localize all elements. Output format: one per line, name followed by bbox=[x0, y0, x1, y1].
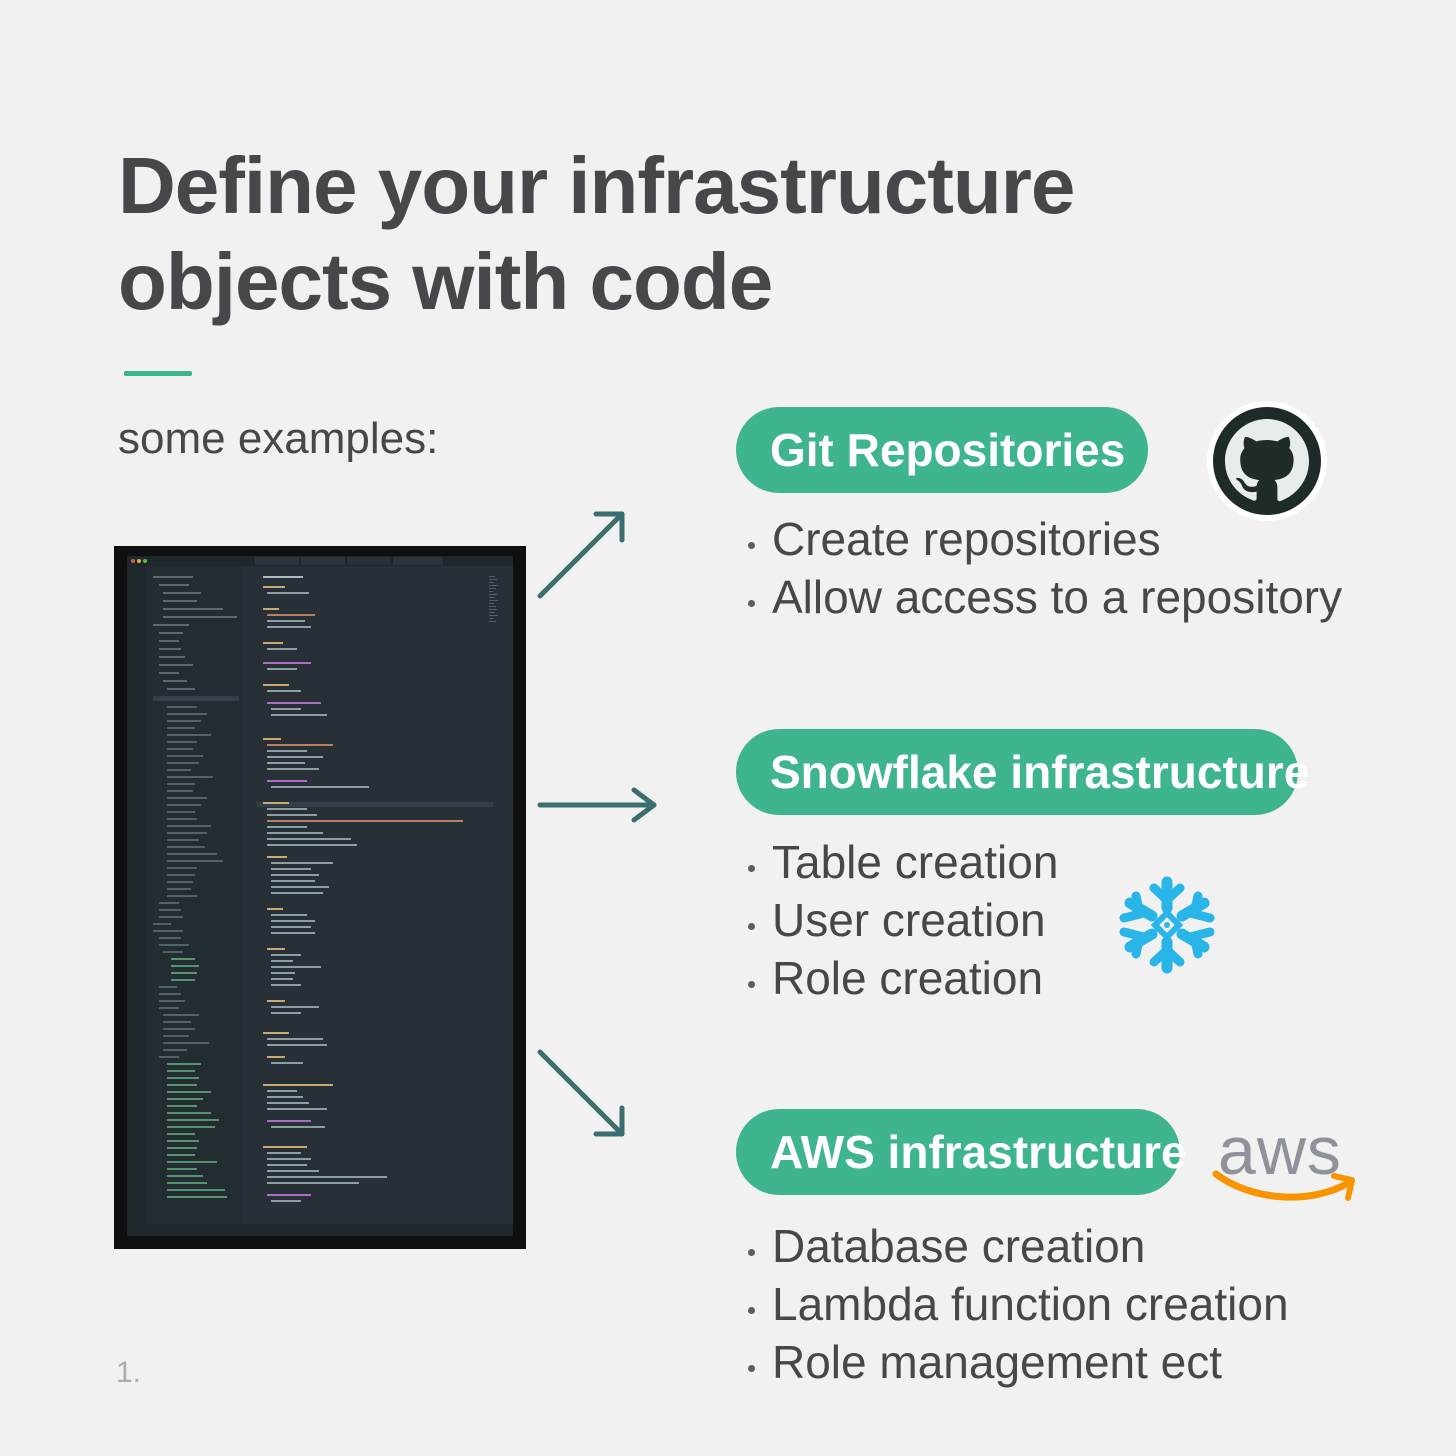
page-title: Define your infrastructure objects with … bbox=[118, 138, 1075, 330]
aws-logo-text: aws bbox=[1218, 1113, 1342, 1189]
editor-minimap bbox=[489, 574, 499, 664]
editor-current-line bbox=[257, 802, 493, 807]
list-item: Lambda function creation bbox=[748, 1275, 1289, 1333]
aws-infrastructure-heading: AWS infrastructure bbox=[736, 1109, 1187, 1195]
accent-divider bbox=[124, 371, 192, 376]
page-number: 1. bbox=[116, 1356, 142, 1389]
list-item: Role creation bbox=[748, 949, 1058, 1007]
snowflake-infrastructure-heading: Snowflake infrastructure bbox=[736, 729, 1309, 815]
editor-code-lines bbox=[263, 576, 463, 1202]
snowflake-bullets: Table creation User creation Role creati… bbox=[748, 833, 1058, 1007]
git-bullets: Create repositories Allow access to a re… bbox=[748, 510, 1342, 626]
title-line-2: objects with code bbox=[118, 237, 773, 326]
snowflake-icon bbox=[1116, 874, 1218, 981]
arrow-up-right-icon bbox=[537, 511, 625, 599]
list-item: Role management ect bbox=[748, 1333, 1289, 1391]
aws-bullets: Database creation Lambda function creati… bbox=[748, 1217, 1289, 1391]
list-item: Allow access to a repository bbox=[748, 568, 1342, 626]
title-line-1: Define your infrastructure bbox=[118, 141, 1075, 230]
arrow-down-right-icon bbox=[537, 1049, 625, 1137]
aws-icon bbox=[1210, 1108, 1360, 1218]
editor-gutter bbox=[241, 566, 257, 1224]
arrow-right-icon bbox=[537, 787, 657, 823]
list-item: Create repositories bbox=[748, 510, 1342, 568]
editor-file-explorer bbox=[145, 566, 241, 1224]
list-item: Table creation bbox=[748, 833, 1058, 891]
editor-status-bar bbox=[127, 1224, 513, 1236]
editor-activity-bar bbox=[127, 566, 145, 1224]
arrows bbox=[537, 511, 657, 1137]
editor-titlebar bbox=[127, 556, 513, 566]
list-item: User creation bbox=[748, 891, 1058, 949]
list-item: Database creation bbox=[748, 1217, 1289, 1275]
github-icon bbox=[1207, 401, 1327, 526]
examples-label: some examples: bbox=[118, 414, 439, 463]
git-repositories-heading: Git Repositories bbox=[736, 407, 1148, 493]
code-editor-screenshot bbox=[114, 546, 526, 1249]
